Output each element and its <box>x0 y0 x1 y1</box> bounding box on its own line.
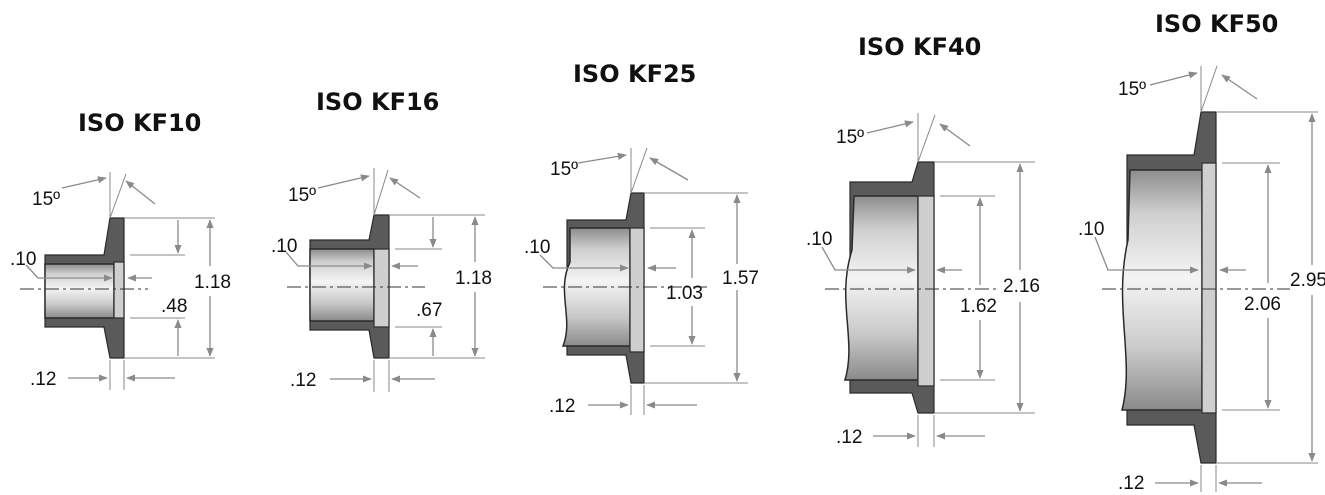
bore-label-kf10: .48 <box>161 296 187 317</box>
flange-kf25: ISO KF25 15º .10 1.03 1.57 .12 <box>524 60 759 417</box>
bore-kf16 <box>309 248 375 322</box>
seal-label-kf25: .12 <box>549 396 575 417</box>
bore-label-kf16: .67 <box>416 300 442 321</box>
od-label-kf40: 2.16 <box>1003 276 1040 297</box>
angle-line-kf16 <box>373 169 389 216</box>
seal-label-kf40: .12 <box>836 427 862 448</box>
flange-kf10: ISO KF10 15º .10 .48 1.18 .12 <box>10 109 231 390</box>
angle-arrow2-kf25 <box>649 157 689 181</box>
angle-line-kf25 <box>630 147 648 194</box>
od-label-kf50: 2.95 <box>1290 270 1325 291</box>
bore-kf40 <box>843 195 919 381</box>
bore-label-kf40: 1.62 <box>960 296 997 317</box>
angle-arrow-kf16 <box>317 174 370 189</box>
flange-kf16: ISO KF16 15º .10 .67 1.18 .12 <box>271 88 492 392</box>
wall-label-kf25: .10 <box>524 237 550 258</box>
title-kf40: ISO KF40 <box>858 33 981 61</box>
od-label-kf10: 1.18 <box>194 272 231 293</box>
wall-leader-kf16 <box>285 251 373 270</box>
title-kf16: ISO KF16 <box>316 88 439 116</box>
angle-arrow2-kf16 <box>389 177 421 199</box>
seal-kf10 <box>113 261 125 319</box>
od-label-kf16: 1.18 <box>455 268 492 289</box>
od-label-kf25: 1.57 <box>722 268 759 289</box>
angle-label-kf25: 15º <box>550 159 578 180</box>
wall-label-kf50: .10 <box>1078 219 1104 240</box>
seal-label-kf10: .12 <box>30 369 56 390</box>
wall-leader-kf25 <box>539 254 629 272</box>
wall-leader-kf50 <box>1094 236 1199 274</box>
title-kf25: ISO KF25 <box>573 60 696 88</box>
angle-arrow2-kf10 <box>125 180 156 205</box>
wall-label-kf16: .10 <box>271 236 297 257</box>
angle-label-kf10: 15º <box>32 189 60 210</box>
wall-leader-kf10 <box>25 264 113 282</box>
bore-kf10 <box>44 263 115 319</box>
bore-label-kf25: 1.03 <box>666 283 703 304</box>
seal-label-kf16: .12 <box>290 370 316 391</box>
seal-label-kf50: .12 <box>1118 473 1144 494</box>
title-kf10: ISO KF10 <box>78 109 201 137</box>
angle-arrow2-kf50 <box>1221 74 1258 100</box>
angle-arrow-kf50 <box>1149 71 1198 86</box>
angle-label-kf40: 15º <box>836 127 864 148</box>
wall-leader-kf40 <box>821 246 916 274</box>
seal-kf40 <box>917 195 935 387</box>
title-kf50: ISO KF50 <box>1155 10 1278 38</box>
seal-kf25 <box>629 227 645 353</box>
flange-kf40: ISO KF40 15º .10 1.62 2.16 .12 <box>806 33 1040 448</box>
angle-line-kf50 <box>1200 65 1218 113</box>
angle-label-kf50: 15º <box>1118 79 1146 100</box>
flange-kf50: ISO KF50 15º .10 2.06 2.95 .12 <box>1078 10 1325 494</box>
angle-line-kf10 <box>109 173 127 219</box>
bore-kf50 <box>1121 169 1203 411</box>
wall-label-kf10: .10 <box>10 249 36 270</box>
bore-label-kf50: 2.06 <box>1244 294 1281 315</box>
angle-line-kf40 <box>917 114 936 163</box>
angle-arrow-kf25 <box>577 152 627 164</box>
wall-label-kf40: .10 <box>806 229 832 250</box>
angle-arrow-kf10 <box>61 176 107 189</box>
angle-arrow2-kf40 <box>939 123 971 147</box>
angle-arrow-kf40 <box>866 120 914 134</box>
seal-kf50 <box>1201 162 1217 414</box>
angle-label-kf16: 15º <box>288 185 316 206</box>
seal-kf16 <box>373 248 390 328</box>
